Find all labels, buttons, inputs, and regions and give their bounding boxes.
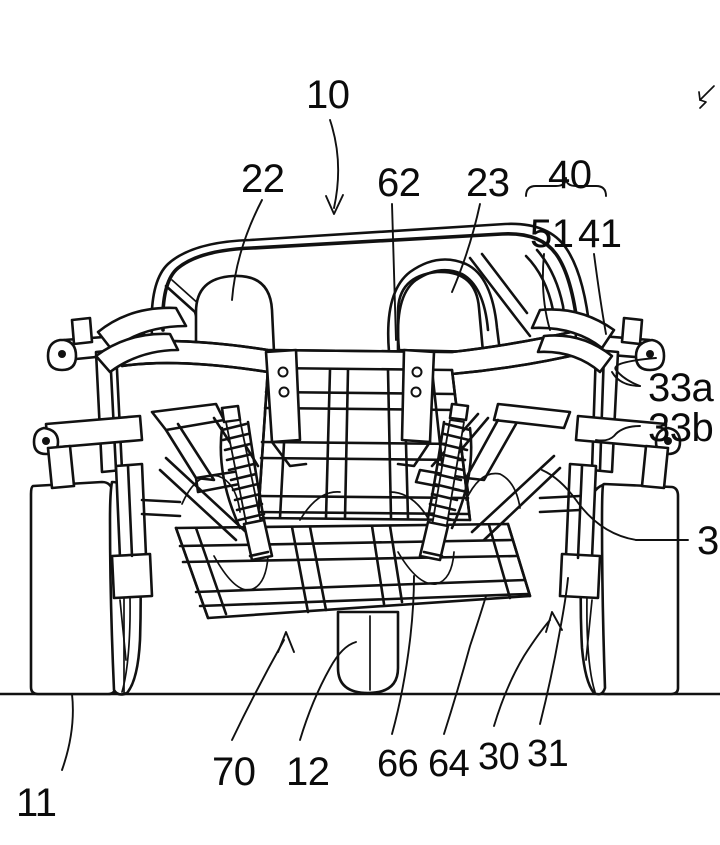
ref-label-22: 22 xyxy=(241,157,285,201)
ref-label-33a: 33a xyxy=(648,366,714,410)
lower-frame-box xyxy=(174,522,532,620)
ref-label-62: 62 xyxy=(377,161,421,205)
center-underbody-member xyxy=(336,610,400,695)
corner-arrow-mark xyxy=(698,85,715,109)
right-center-bracket xyxy=(396,348,436,468)
ref-label-40: 40 xyxy=(548,153,592,197)
right-seat-back xyxy=(386,258,502,354)
left-seat-back xyxy=(194,274,276,354)
ref-label-51: 51 xyxy=(530,212,574,256)
inner-body-panels xyxy=(181,472,521,521)
ref-label-64: 64 xyxy=(428,743,470,785)
ref-label-23: 23 xyxy=(466,161,510,205)
ref-label-66: 66 xyxy=(377,743,419,785)
ref-label-11: 11 xyxy=(16,781,57,825)
ref-label-33b: 33b xyxy=(648,406,714,450)
lower-suspension-arm-right xyxy=(536,334,614,374)
right-shock-absorber xyxy=(418,402,473,562)
left-shock-absorber xyxy=(219,404,274,562)
ref-label-31: 31 xyxy=(527,733,569,775)
ref-label-41: 41 xyxy=(578,212,622,256)
ref-label-12: 12 xyxy=(286,750,330,794)
ref-label-10: 10 xyxy=(306,73,350,117)
left-knuckle-assembly xyxy=(32,316,154,661)
leader-lines xyxy=(61,119,689,771)
ref-label-30: 30 xyxy=(478,736,520,778)
upper-cross-frame xyxy=(118,328,590,376)
left-center-bracket xyxy=(264,348,308,468)
upper-suspension-arm-right xyxy=(530,308,616,350)
ref-label-70: 70 xyxy=(212,750,256,794)
ref-label-3: 3 xyxy=(697,519,719,563)
lower-suspension-arm-left xyxy=(94,332,180,374)
